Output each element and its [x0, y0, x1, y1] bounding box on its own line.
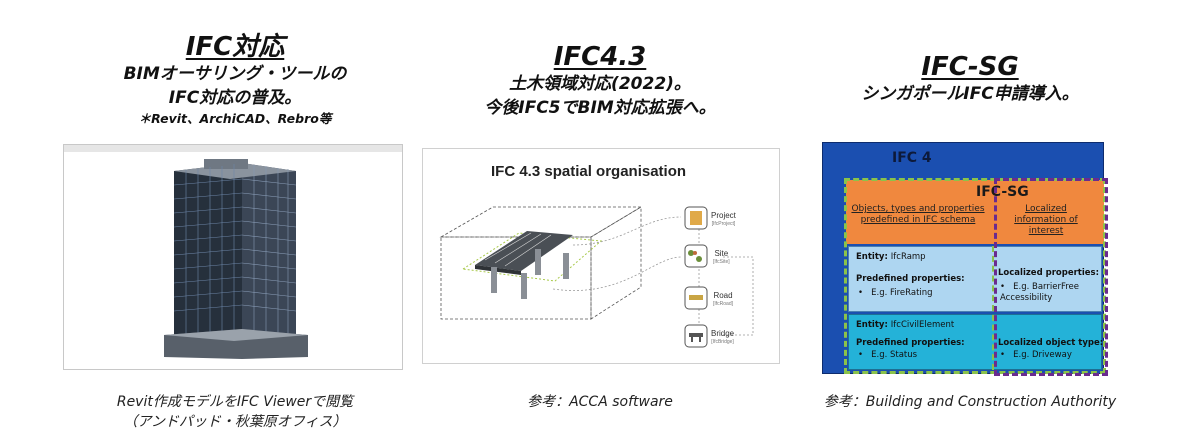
localized-boundary — [994, 178, 1108, 376]
row-ifcramp — [848, 246, 1102, 312]
ifc-sg-boundary — [844, 178, 1106, 374]
ifc-viewer-screenshot — [63, 144, 403, 370]
row2-localized-item: • E.g. Driveway — [1000, 350, 1072, 360]
caption-line2: （アンドパッド・秋葉原オフィス） — [123, 414, 347, 430]
subheading-line2: 今後IFC5でBIM対応拡張へ。 — [484, 98, 716, 118]
ifc-sg-diagram: IFC 4 IFC-SG Objects, types and properti… — [822, 142, 1112, 378]
node-bridge: Bridge [IfcBridge] — [711, 329, 735, 345]
subheading-note: ＊Revit、ArchiCAD、Rebro等 — [138, 111, 332, 126]
building-model-image — [164, 159, 308, 359]
caption-acca: 参考：ACCA software — [527, 394, 673, 410]
row-ifccivilelement — [848, 314, 1102, 370]
caption-viewer: Revit作成モデルをIFC Viewerで閲覧 （アンドパッド・秋葉原オフィス… — [60, 392, 410, 432]
row1-predefined-label: Predefined properties: — [856, 274, 965, 284]
bridge-model-illustration — [439, 206, 754, 348]
header-band — [846, 180, 1104, 244]
node-site: Site [IfcSite] — [713, 249, 730, 265]
subheading-line1: BIMオーサリング・ツールの — [123, 64, 347, 84]
ifc43-spatial-diagram: IFC 4.3 spatial organisation — [422, 148, 780, 364]
row1-localized-item: • E.g. BarrierFree Accessibility — [1000, 282, 1079, 303]
heading-ifc-sg: IFC-SG — [921, 52, 1019, 82]
caption-line1: Revit作成モデルをIFC Viewerで閲覧 — [116, 394, 354, 410]
row2-predefined-label: Predefined properties: — [856, 338, 965, 348]
column-ifc-sg: IFC-SG シンガポールIFC申請導入。 — [800, 0, 1140, 106]
subheading-line1: 土木領域対応(2022)。 — [509, 74, 691, 94]
node-project: Project [IfcProject] — [711, 211, 736, 227]
row2-entity: Entity: IfcCivilElement — [856, 320, 955, 330]
row2-predefined-item: • E.g. Status — [858, 350, 918, 360]
heading-ifc-support: IFC対応 — [185, 32, 285, 62]
ifc-sg-label: IFC-SG — [976, 184, 1029, 200]
node-road: Road [IfcRoad] — [713, 291, 734, 307]
row1-entity: Entity: IfcRamp — [856, 252, 926, 262]
row2-localized-label: Localized object type: — [998, 338, 1104, 348]
column-divider — [992, 246, 994, 370]
subheading-line1: シンガポールIFC申請導入。 — [861, 84, 1079, 104]
row1-localized-label: Localized properties: — [998, 268, 1099, 278]
diagram-title: IFC 4.3 spatial organisation — [491, 163, 687, 180]
ifc4-label: IFC 4 — [892, 150, 932, 166]
subheading-line2: IFC対応の普及。 — [168, 88, 302, 108]
row1-predefined-item: • E.g. FireRating — [858, 288, 933, 298]
predefined-header: Objects, types and properties predefined… — [851, 204, 985, 225]
localized-header: Localized information of interest — [1014, 204, 1078, 236]
viewer-toolbar — [64, 145, 402, 152]
caption-bca: 参考：Building and Construction Authority — [823, 394, 1117, 410]
column-ifc-support: IFC対応 BIMオーサリング・ツールの IFC対応の普及。 ＊Revit、Ar… — [60, 0, 410, 128]
column-ifc43: IFC4.3 土木領域対応(2022)。 今後IFC5でBIM対応拡張へ。 — [420, 0, 780, 120]
heading-ifc43: IFC4.3 — [553, 42, 647, 72]
